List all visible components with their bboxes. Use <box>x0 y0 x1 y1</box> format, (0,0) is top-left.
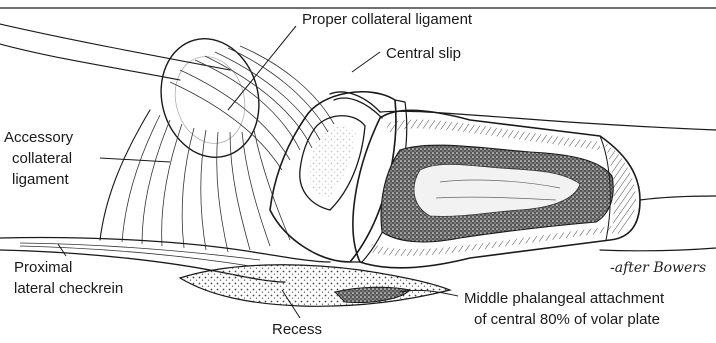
label-proper-collateral-ligament: Proper collateral ligament <box>302 11 473 28</box>
artist-signature: -after Bowers <box>610 260 706 276</box>
label-accessory-line1: Accessory <box>4 129 74 146</box>
leader-checkrein <box>58 244 66 256</box>
accessory-collateral-ligament <box>100 110 290 252</box>
label-middle-phalangeal-line2: of central 80% of volar plate <box>474 311 660 328</box>
label-checkrein-line2: lateral checkrein <box>14 280 123 297</box>
label-recess: Recess <box>272 321 322 338</box>
leader-central-slip <box>352 52 380 72</box>
label-accessory-line3: ligament <box>12 171 70 188</box>
label-checkrein-line1: Proximal <box>14 259 72 276</box>
label-middle-phalangeal-line1: Middle phalangeal attachment <box>464 290 665 307</box>
volar-plate <box>180 265 450 307</box>
label-accessory-line2: collateral <box>12 150 72 167</box>
proximal-phalanx-condyle <box>0 24 272 168</box>
label-central-slip: Central slip <box>386 45 461 62</box>
leader-accessory-collateral <box>100 158 170 162</box>
